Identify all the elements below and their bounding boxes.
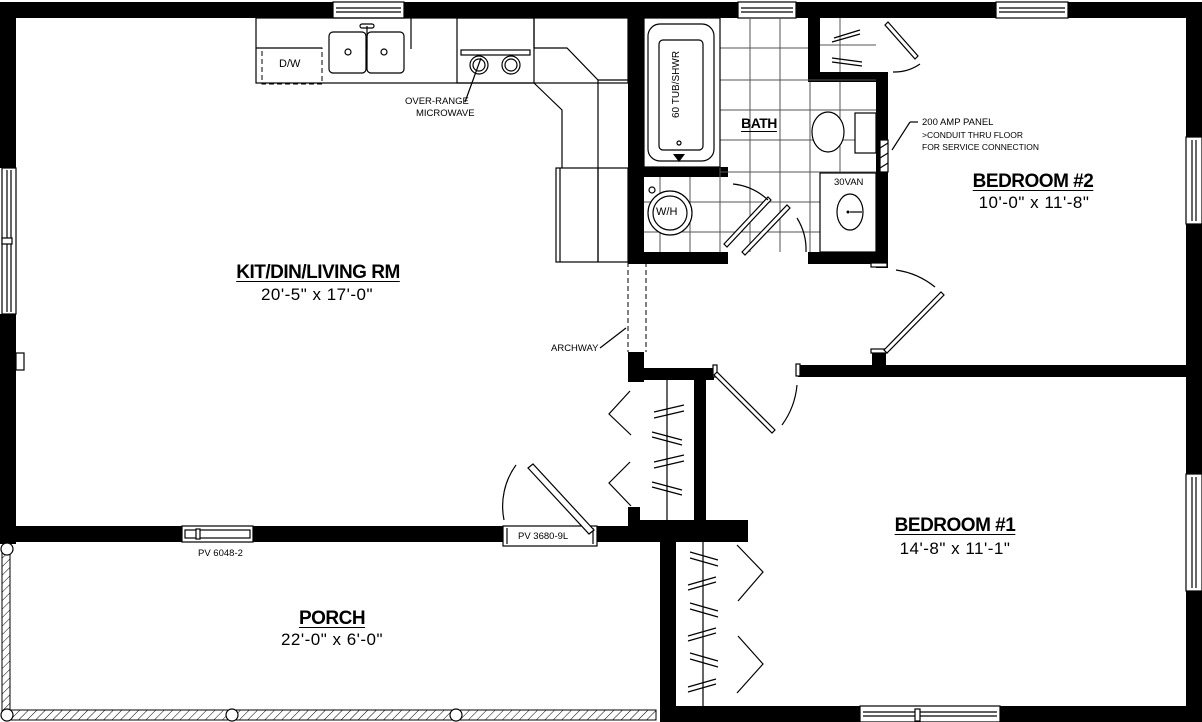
room-title-bath: BATH — [741, 115, 777, 131]
interior-walls — [628, 2, 1202, 542]
kitchen-cabinets — [255, 17, 629, 263]
bath-doors[interactable] — [723, 183, 807, 256]
panel-note-line2: >CONDUIT THRU FLOOR — [922, 130, 1023, 140]
hall-closet[interactable] — [608, 380, 685, 520]
archway[interactable] — [627, 262, 647, 352]
dishwasher-label: D/W — [279, 58, 301, 70]
room-title-bedroom2: BEDROOM #2 — [972, 171, 1094, 192]
archway-leader — [599, 327, 627, 349]
microwave-note-line1: OVER-RANGE — [405, 96, 469, 107]
microwave-leader — [464, 57, 482, 103]
bedroom2-door[interactable] — [870, 262, 945, 354]
room-title-kitchen-living: KIT/DIN/LIVING RM — [236, 262, 400, 283]
microwave-note-line2: MICROWAVE — [416, 108, 475, 119]
room-dim-bedroom1: 14'-8" x 11'-1" — [899, 539, 1011, 558]
room-dim-porch: 22'-0" x 6'-0" — [280, 630, 384, 649]
bedroom2-closet-door[interactable] — [831, 21, 921, 73]
bath-fixtures — [643, 17, 889, 253]
room-title-porch: PORCH — [298, 608, 366, 629]
panel-note-line1: 200 AMP PANEL — [922, 117, 994, 128]
room-dim-bedroom2: 10'-0" x 11'-8" — [978, 193, 1090, 212]
bedroom1-door[interactable] — [712, 363, 801, 434]
water-heater-label: W/H — [656, 206, 678, 218]
room-dim-kitchen-living: 20'-5" x 17'-0" — [260, 285, 374, 304]
tub-label: 60 TUB/SHWR — [671, 50, 682, 118]
panel-note-line3: FOR SERVICE CONNECTION — [922, 142, 1039, 152]
room-title-bedroom1: BEDROOM #1 — [894, 515, 1016, 536]
bedroom1-closet[interactable] — [687, 540, 764, 706]
front-door[interactable] — [502, 463, 598, 547]
porch-railing — [0, 542, 657, 722]
archway-label: ARCHWAY — [551, 343, 599, 354]
front-door-label: PV 3680-9L — [518, 531, 569, 542]
vanity-label: 30VAN — [834, 177, 864, 188]
front-window-label: PV 6048-2 — [198, 548, 243, 559]
panel-leader — [891, 121, 911, 151]
